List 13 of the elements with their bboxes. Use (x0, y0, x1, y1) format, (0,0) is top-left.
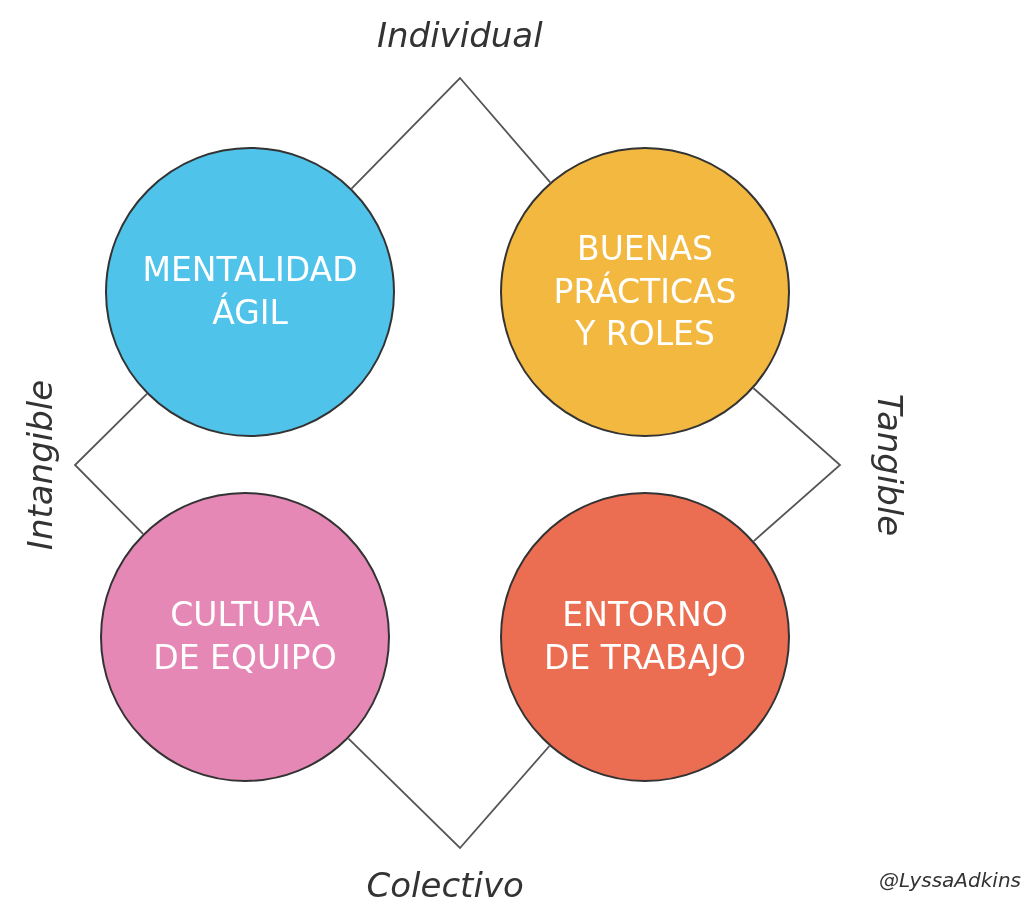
connector-line (347, 737, 551, 850)
credit-text: @LyssaAdkins (879, 868, 1021, 892)
quadrant-circle: CULTURA DE EQUIPO (100, 492, 390, 782)
axis-label: Individual (377, 15, 543, 55)
axis-label: Colectivo (366, 865, 524, 905)
quadrant-circle: BUENAS PRÁCTICAS Y ROLES (500, 147, 790, 437)
quadrant-circle: MENTALIDAD ÁGIL (105, 147, 395, 437)
axis-label: Tangible (869, 393, 910, 537)
axis-label: Intangible (20, 379, 61, 551)
connector-line (73, 393, 148, 535)
quadrant-circle: ENTORNO DE TRABAJO (500, 492, 790, 782)
connector-line (752, 387, 842, 542)
connector-line (350, 76, 552, 190)
